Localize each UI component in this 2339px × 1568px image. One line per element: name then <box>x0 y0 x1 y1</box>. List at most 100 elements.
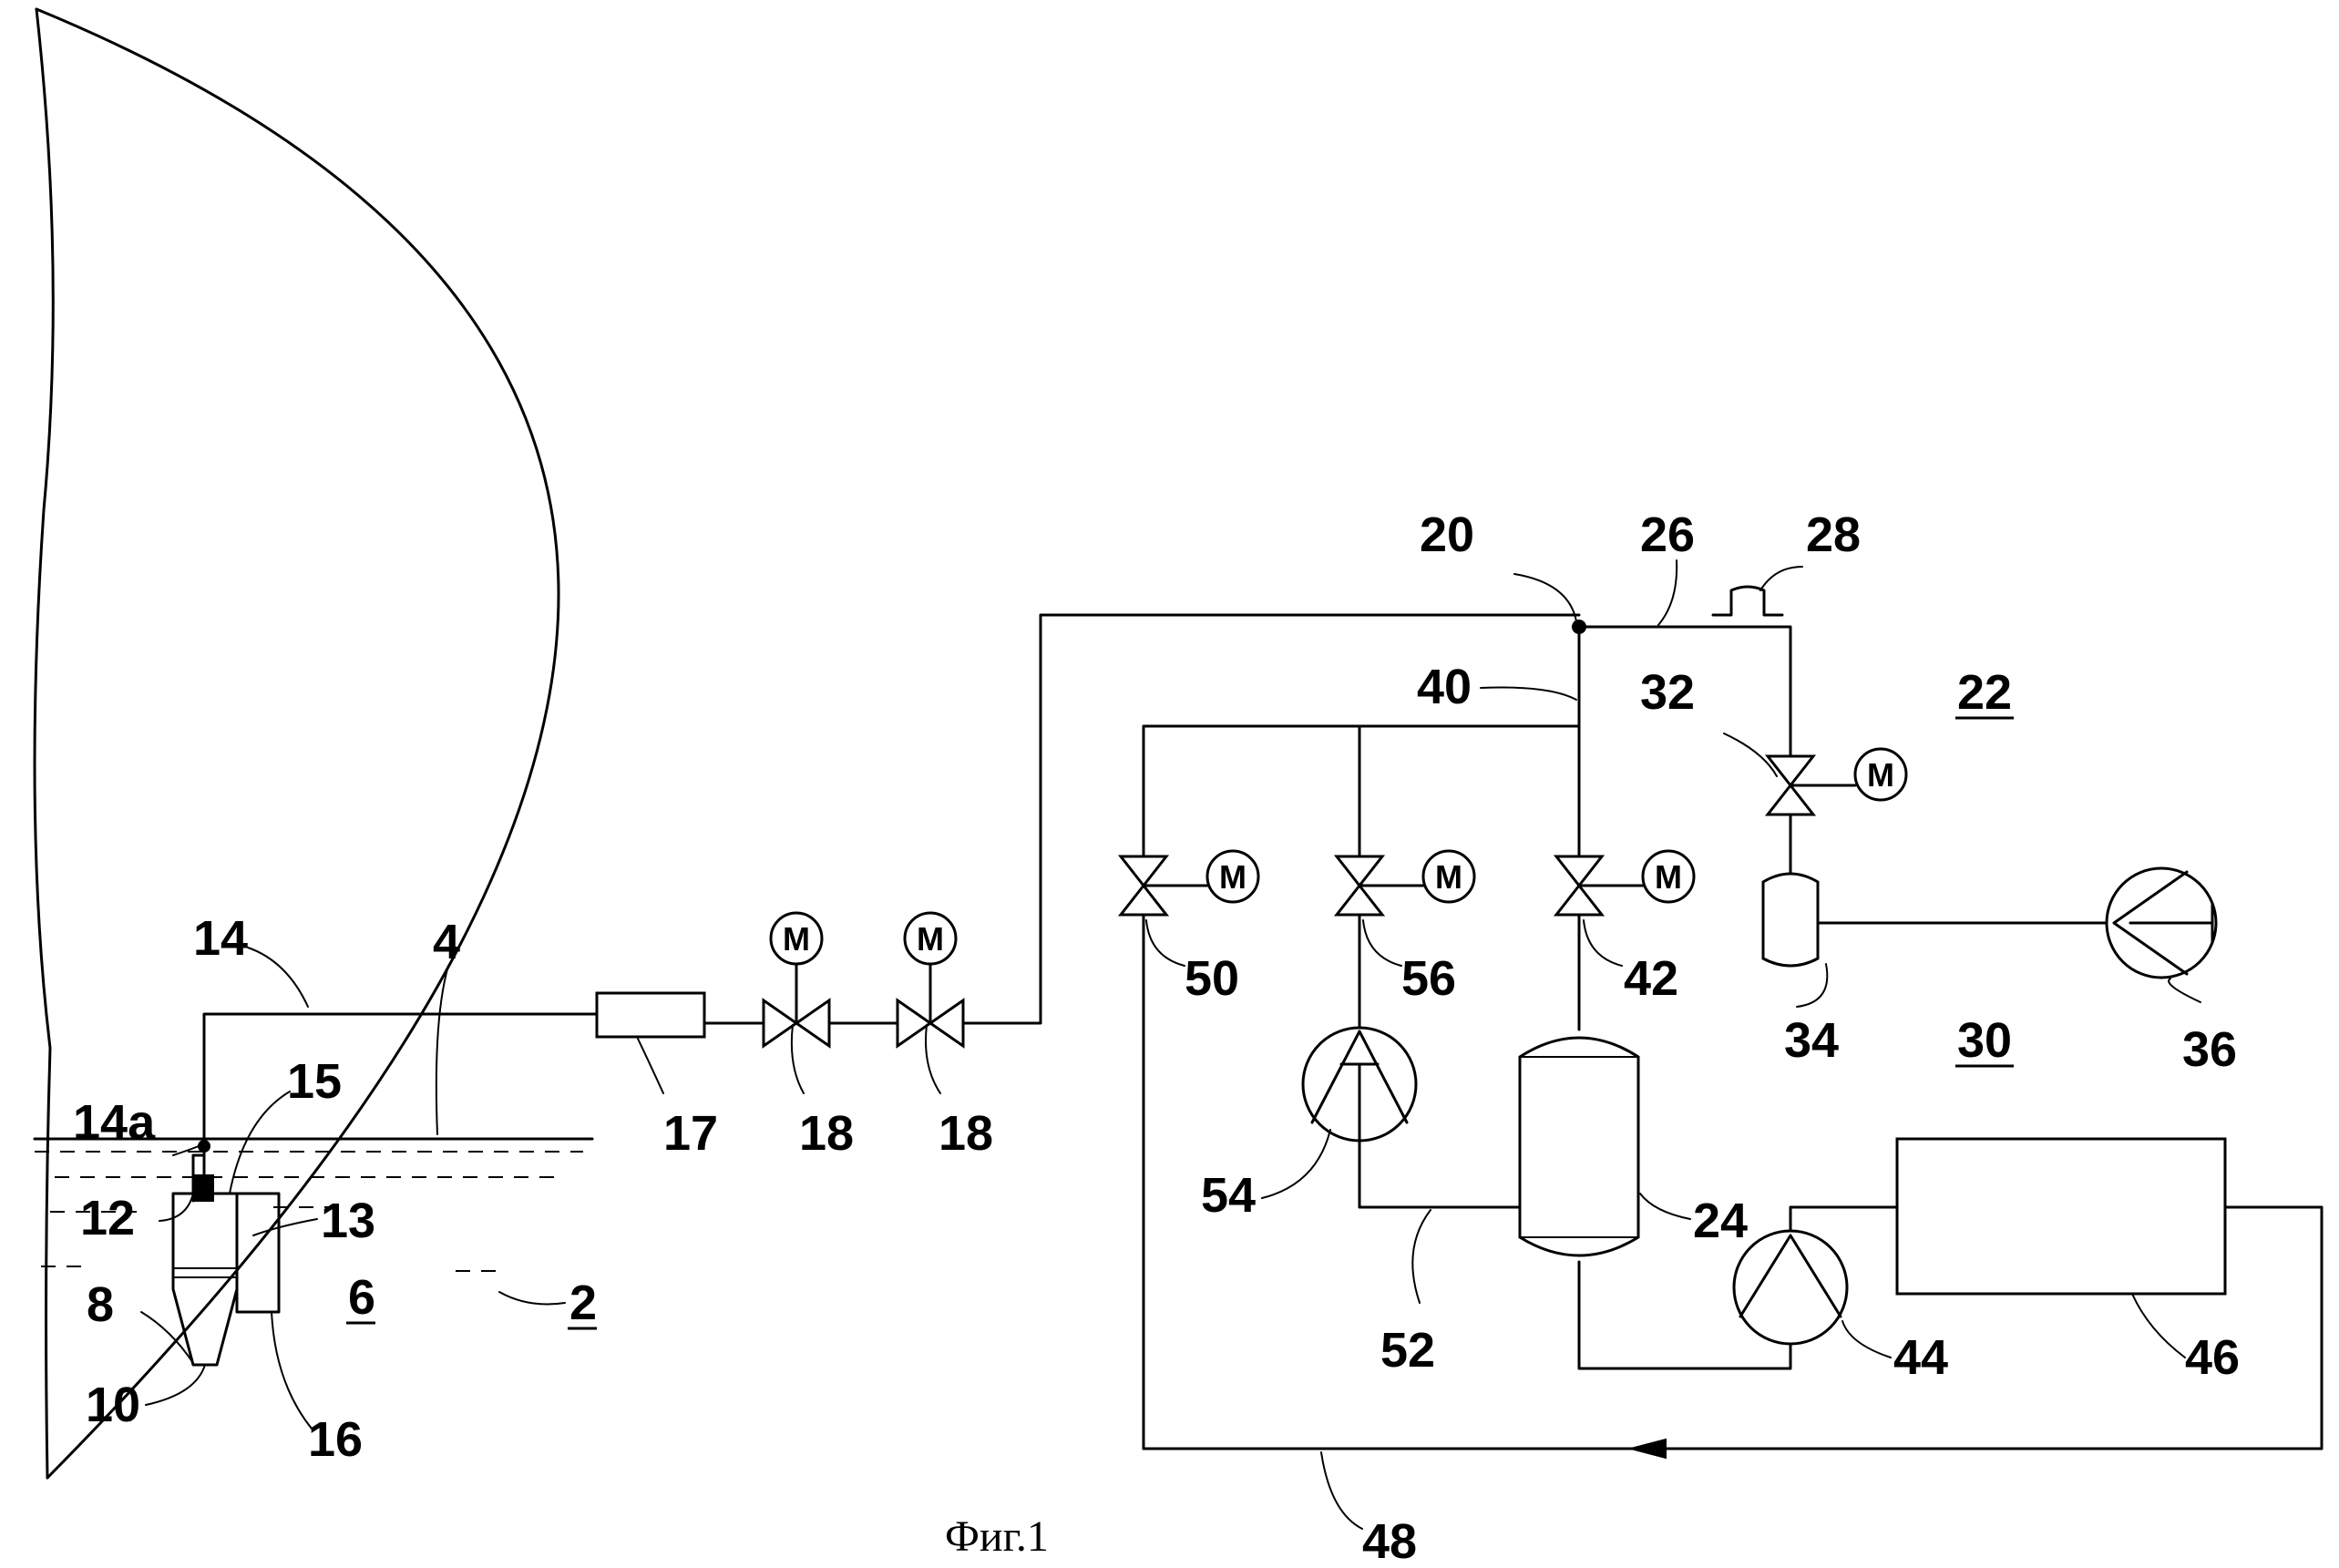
sampler-assembly <box>173 1141 279 1365</box>
label-16: 16 <box>308 1412 363 1467</box>
valve-18a-motor-label: M <box>783 920 810 958</box>
leader-10 <box>146 1365 205 1405</box>
label-6: 6 <box>348 1270 375 1325</box>
valve-18a: M <box>764 913 829 1046</box>
leader-24 <box>1640 1194 1690 1219</box>
label-22: 22 <box>1957 665 2012 720</box>
valve-56-motor-label: M <box>1435 858 1462 896</box>
leader-15 <box>230 1091 290 1194</box>
label-4: 4 <box>433 915 460 969</box>
label-34: 34 <box>1784 1013 1839 1068</box>
valve-18b-motor-label: M <box>917 920 944 958</box>
valve-18b: M <box>898 913 963 1046</box>
leader-18a <box>792 1025 804 1093</box>
valve-32-bottom <box>1768 785 1813 815</box>
valve-56: M <box>1337 851 1474 915</box>
valve-32-motor-label: M <box>1867 756 1894 794</box>
label-32: 32 <box>1640 665 1695 720</box>
label-28: 28 <box>1806 507 1861 562</box>
valve-50: M <box>1121 851 1258 915</box>
valve-50-motor-label: M <box>1219 858 1246 896</box>
label-18a: 18 <box>799 1106 854 1161</box>
leader-36 <box>2169 979 2201 1002</box>
leader-26 <box>1658 560 1677 625</box>
label-8: 8 <box>87 1277 114 1332</box>
label-36: 36 <box>2182 1022 2237 1077</box>
pipe-52 <box>1359 1141 1520 1207</box>
pump-36 <box>2107 868 2216 978</box>
leader-16 <box>272 1312 312 1429</box>
leader-lines <box>141 560 2201 1529</box>
label-15: 15 <box>287 1054 342 1109</box>
label-48: 48 <box>1362 1514 1417 1568</box>
leader-48 <box>1321 1452 1362 1529</box>
label-30: 30 <box>1957 1013 2012 1068</box>
label-52: 52 <box>1380 1323 1435 1378</box>
leader-40 <box>1481 688 1576 700</box>
label-46: 46 <box>2185 1330 2240 1385</box>
label-20: 20 <box>1420 507 1474 562</box>
figure-caption: Фиг.1 <box>945 1512 1049 1561</box>
leader-52 <box>1412 1210 1431 1303</box>
unit-46 <box>1897 1139 2225 1294</box>
valve-18b-right <box>930 1000 963 1046</box>
label-13: 13 <box>321 1194 375 1248</box>
valve-42-top <box>1556 856 1602 886</box>
orifice-28 <box>1713 587 1782 615</box>
leader-56 <box>1363 920 1401 966</box>
tank-24 <box>1520 1038 1638 1255</box>
valve-32: M <box>1768 749 1906 815</box>
valve-50-top <box>1121 856 1166 886</box>
flow-arrow-48 <box>1631 1440 1666 1458</box>
pipe-to-node-20 <box>963 615 1579 1023</box>
leader-42 <box>1584 920 1622 966</box>
pump-44 <box>1734 1231 1847 1344</box>
valve-32-top <box>1768 756 1813 785</box>
leader-34 <box>1797 964 1827 1007</box>
valve-56-top <box>1337 856 1382 886</box>
label-2: 2 <box>569 1276 597 1330</box>
vessel <box>35 9 592 1478</box>
label-56: 56 <box>1401 951 1456 1006</box>
label-12: 12 <box>80 1191 135 1245</box>
label-17: 17 <box>663 1106 718 1161</box>
leader-17 <box>638 1039 663 1093</box>
label-18b: 18 <box>939 1106 993 1161</box>
leader-18b <box>926 1025 940 1093</box>
label-14: 14 <box>193 911 248 966</box>
sampler-cup <box>173 1194 237 1365</box>
label-44: 44 <box>1893 1330 1948 1385</box>
vessel-34 <box>1763 874 1818 966</box>
valve-50-bottom <box>1121 886 1166 915</box>
pipe-14 <box>204 1014 597 1146</box>
filter-17 <box>597 993 704 1037</box>
leader-4 <box>436 966 448 1134</box>
reference-labels: 14 4 14a 15 12 13 8 6 10 16 2 17 18 18 2… <box>73 507 2240 1568</box>
label-50: 50 <box>1185 951 1239 1006</box>
leader-14 <box>248 948 308 1007</box>
vessel-left-edge <box>35 9 53 1478</box>
label-10: 10 <box>86 1378 140 1432</box>
leader-2 <box>499 1292 565 1305</box>
leader-44 <box>1842 1321 1891 1358</box>
vessel-shell <box>36 9 559 1478</box>
leader-28 <box>1760 567 1802 590</box>
pipe-44-to-46 <box>1790 1207 1897 1231</box>
label-24: 24 <box>1693 1194 1748 1248</box>
label-14a: 14a <box>73 1095 156 1150</box>
valve-56-bottom <box>1337 886 1382 915</box>
leader-50 <box>1146 920 1185 966</box>
leader-46 <box>2132 1294 2185 1358</box>
leader-54 <box>1262 1130 1330 1198</box>
pump-54 <box>1303 1028 1416 1141</box>
label-26: 26 <box>1640 507 1695 562</box>
leader-13 <box>253 1219 317 1235</box>
valve-42: M <box>1556 851 1694 915</box>
sampler-side-chamber <box>237 1194 279 1312</box>
label-40: 40 <box>1417 660 1472 714</box>
leader-12 <box>159 1194 193 1221</box>
valve-42-motor-label: M <box>1655 858 1682 896</box>
valve-18a-right <box>796 1000 829 1046</box>
label-42: 42 <box>1624 951 1678 1006</box>
